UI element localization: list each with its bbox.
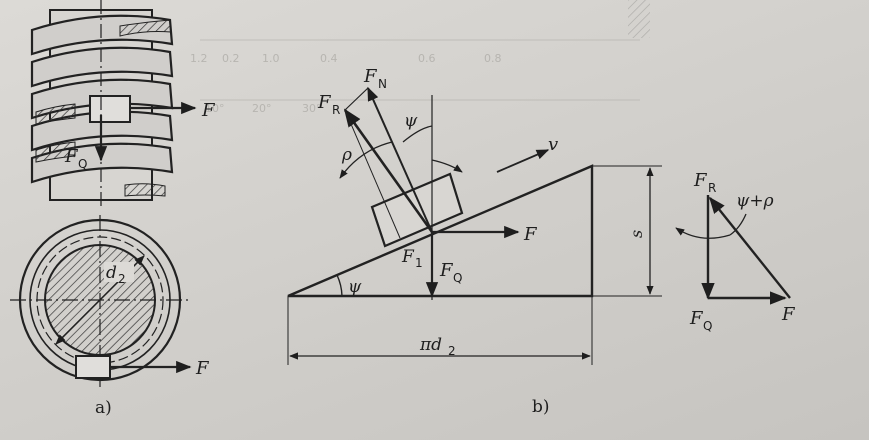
force-FR-subscript: R — [332, 103, 340, 117]
d2-label-backing — [104, 262, 134, 282]
construction-line — [344, 87, 369, 111]
residue-tick: 1.0 — [262, 52, 280, 65]
triangle-angle-label: ψ+ρ — [736, 191, 774, 211]
screw-threads — [30, 14, 174, 184]
velocity-v-arrow — [496, 149, 550, 173]
angle-psi-rho-arc — [675, 227, 731, 239]
residue-tick: 0.4 — [320, 52, 338, 65]
base-angle-arc — [336, 274, 343, 297]
thread-section-hatch — [119, 19, 172, 37]
top-angle-psi-label: ψ — [404, 111, 418, 131]
force-FQ-subscript: Q — [78, 157, 87, 171]
force-FQ-label: F — [439, 260, 454, 281]
force-F1-label: F — [401, 247, 415, 267]
force-F-label: F — [523, 224, 538, 245]
force-FQ-label: F — [64, 146, 79, 167]
force-F-label: F — [201, 100, 216, 121]
force-FN-arrow — [367, 86, 433, 233]
thread-section-hatch — [124, 183, 166, 197]
figure-c-force-triangle: F R ψ+ρ F Q F — [675, 170, 796, 333]
angle-psi-arrow — [431, 159, 463, 173]
residue-tick: 0.2 — [222, 52, 240, 65]
velocity-v-label: v — [548, 134, 558, 155]
angle-rho-arc — [339, 141, 393, 179]
thread-section-hatch — [35, 103, 76, 125]
figure-a-screw: F F Q — [30, 0, 216, 210]
force-F-bottom-label: F — [195, 358, 210, 379]
force-FN-subscript: N — [378, 77, 387, 91]
residue-tick: 20° — [252, 102, 272, 115]
triangle-FR-label: F — [693, 170, 708, 191]
base-length-label: πd — [419, 335, 442, 355]
triangle-FQ-subscript: Q — [703, 319, 712, 333]
nut-element — [89, 95, 131, 123]
diameter-d2-label: d — [106, 263, 117, 283]
figure-b-incline: s πd 2 ψ F N F R ψ ρ F — [287, 66, 662, 417]
height-s-label: s — [627, 230, 646, 238]
residue-tick: 0.6 — [418, 52, 436, 65]
thread-section-hatch — [35, 141, 76, 163]
caption-a: a) — [95, 398, 112, 418]
triangle-F-label: F — [781, 304, 796, 325]
nut-section-block — [75, 355, 111, 379]
base-angle-psi-label: ψ — [348, 277, 362, 297]
residue-tick: 1.2 — [190, 52, 208, 65]
base-length-subscript: 2 — [448, 344, 456, 358]
force-F1-subscript: 1 — [415, 256, 423, 270]
diameter-d2-subscript: 2 — [118, 272, 126, 286]
residue-tick: 10° — [205, 102, 225, 115]
figure-a-cross-section: d 2 F a) — [10, 215, 210, 418]
force-FQ-subscript: Q — [453, 271, 462, 285]
angle-psi-rho-arc-extension — [729, 213, 747, 236]
residue-tick: 30° — [302, 102, 322, 115]
top-angle-psi-arc — [402, 125, 433, 143]
triangle-FR-side — [708, 196, 791, 299]
triangle-FQ-label: F — [689, 308, 704, 329]
force-FN-label: F — [363, 66, 378, 87]
construction-line — [344, 109, 401, 239]
angle-rho-label: ρ — [341, 145, 352, 165]
residue-tick: 0.8 — [484, 52, 502, 65]
force-FR-label: F — [317, 92, 332, 113]
caption-b: b) — [532, 397, 550, 417]
triangle-FR-subscript: R — [708, 181, 716, 195]
bleed-through-residue: 0.2 0.4 0.6 0.8 1.0 1.2 10° 20° 30° — [190, 0, 650, 115]
force-FR-arrow — [343, 108, 434, 233]
